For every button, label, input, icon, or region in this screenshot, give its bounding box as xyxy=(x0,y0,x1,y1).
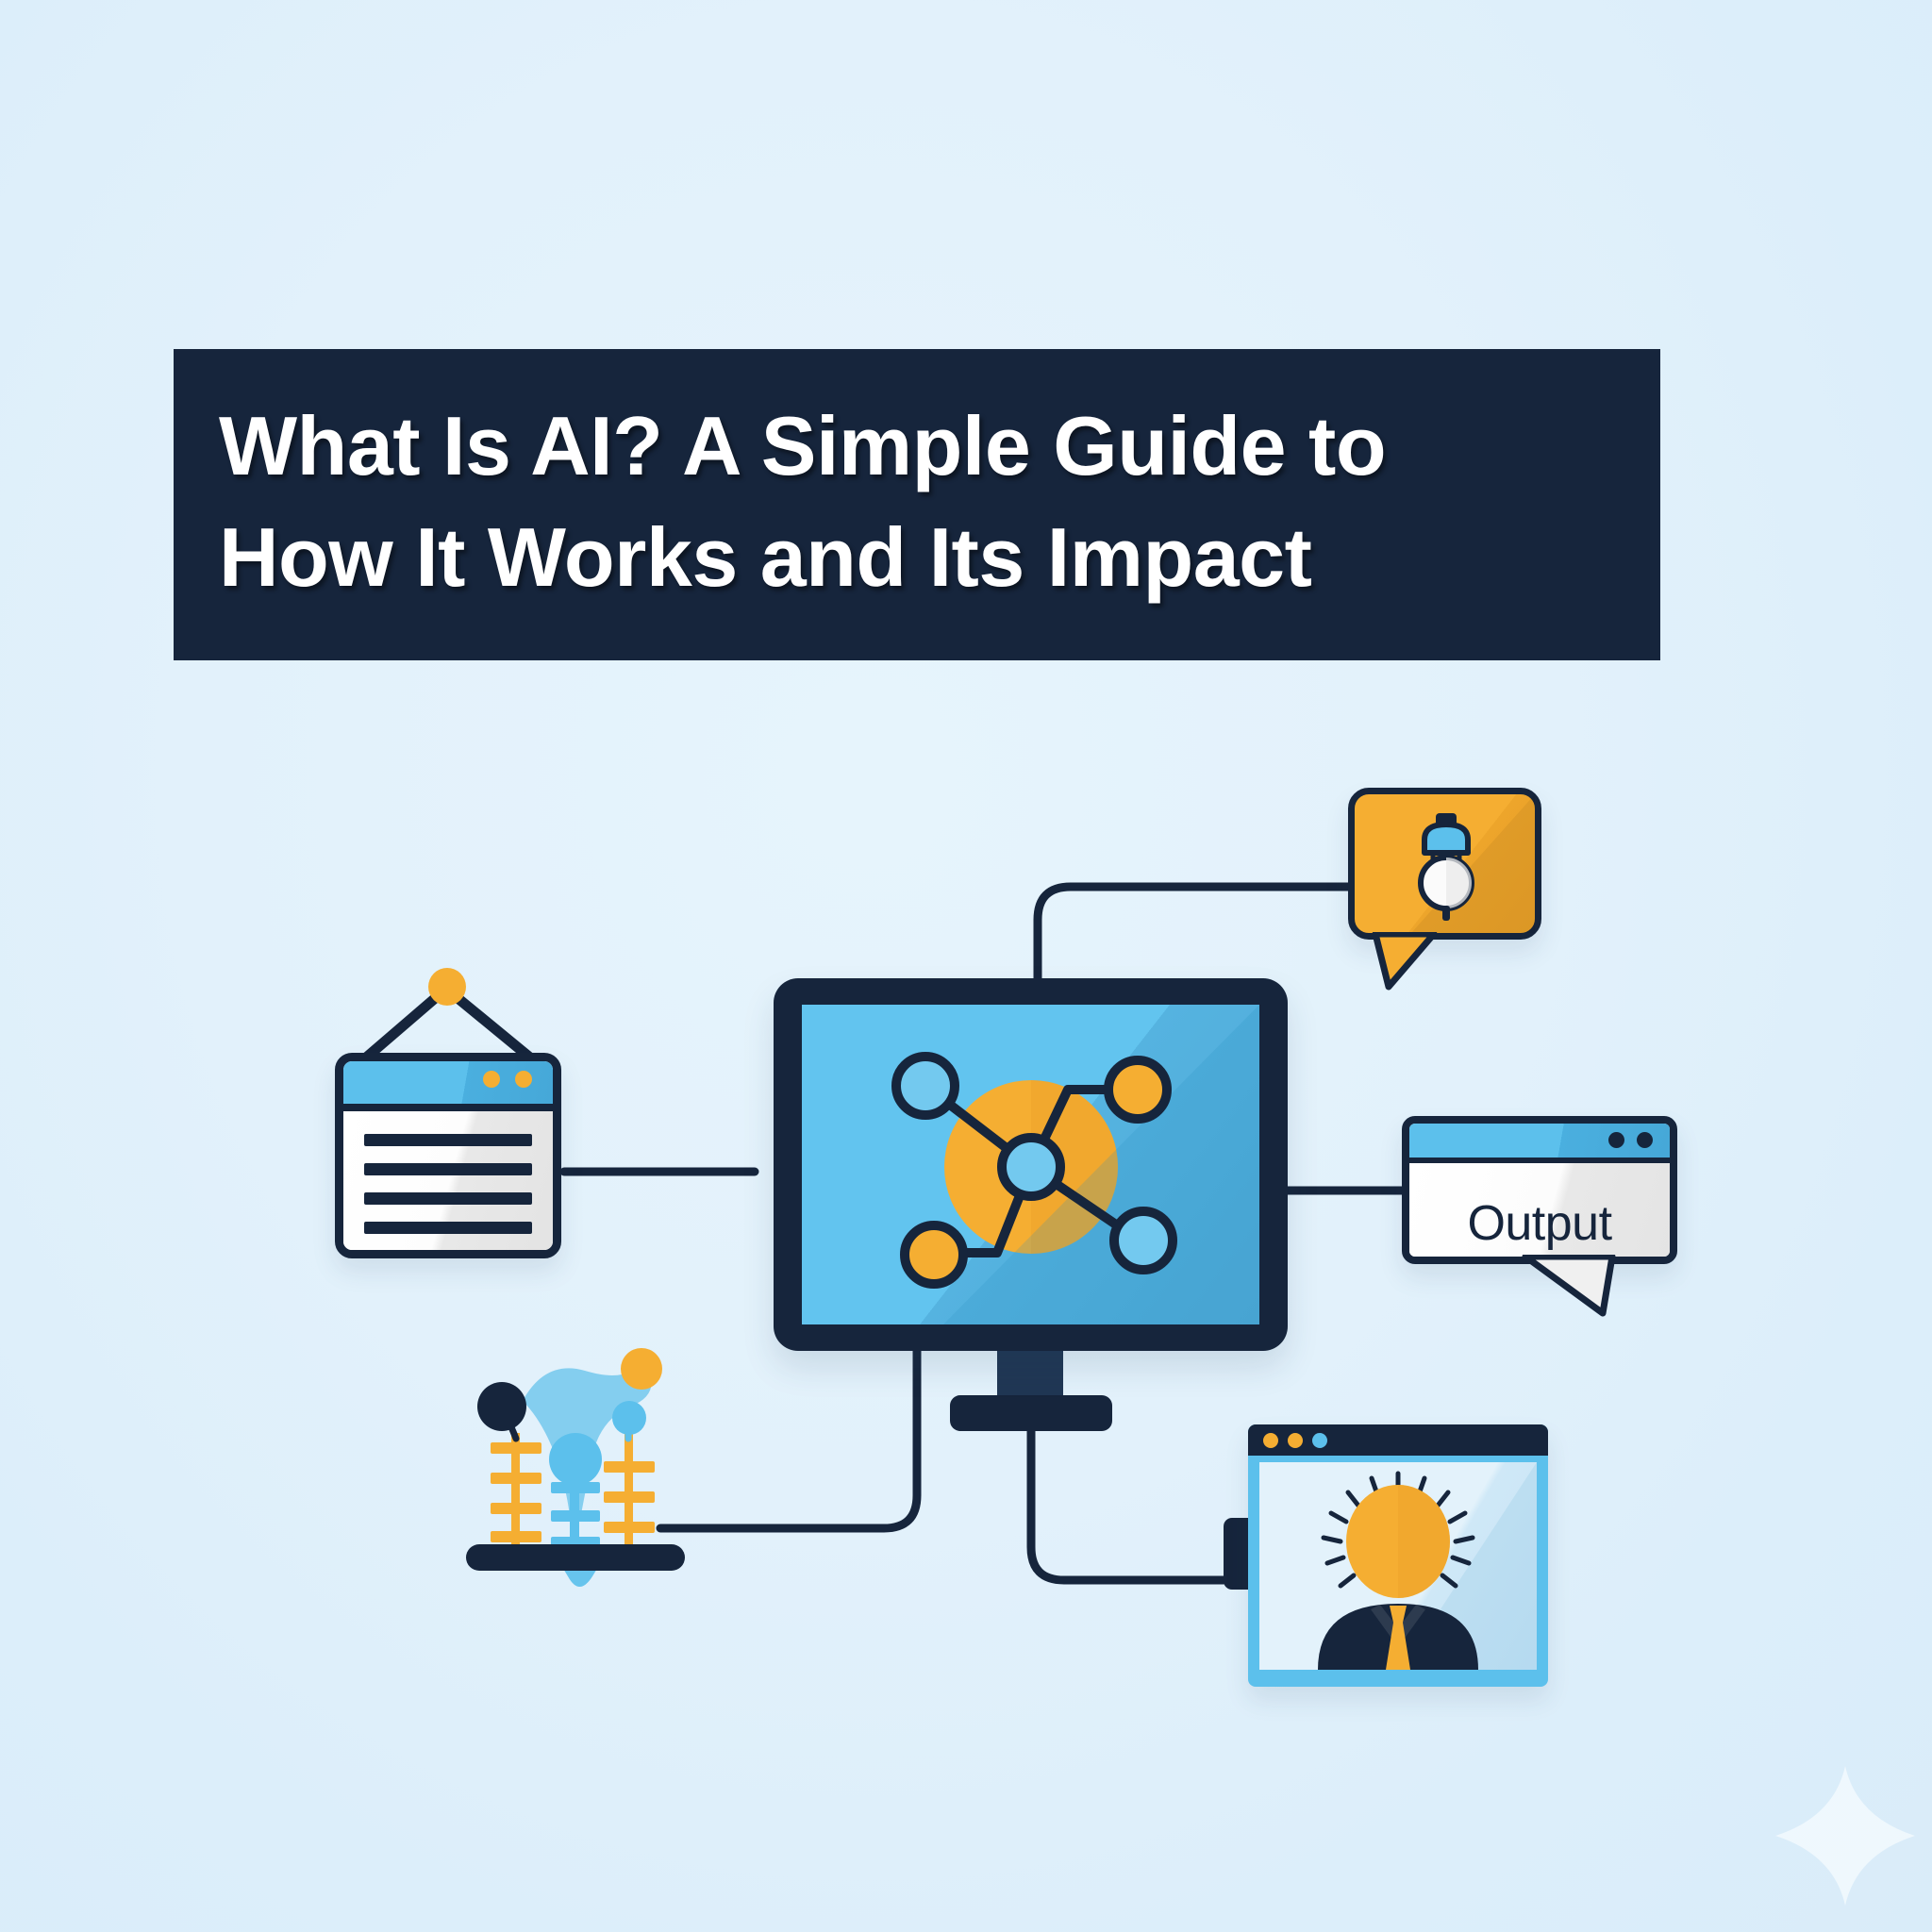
document-text-line xyxy=(364,1163,532,1175)
abacus-node-dark xyxy=(477,1382,526,1431)
page-title-line-2: How It Works and Its Impact xyxy=(219,510,1312,604)
output-titlebar xyxy=(1409,1124,1670,1163)
abacus-rod-center xyxy=(570,1448,579,1550)
person-tie xyxy=(1386,1606,1410,1670)
node-top-left xyxy=(891,1052,959,1120)
titlebar-dot-2 xyxy=(1637,1132,1653,1148)
wire-monitor-to-bulb xyxy=(1033,882,1353,983)
hanger-knob xyxy=(428,968,466,1006)
abacus-rod-left xyxy=(511,1433,520,1550)
monitor-neck xyxy=(997,1345,1063,1402)
abacus-base xyxy=(466,1544,685,1571)
output-bubble-tail xyxy=(1522,1255,1616,1317)
person-window-titlebar xyxy=(1248,1424,1548,1456)
titlebar-dot-3 xyxy=(1312,1433,1327,1448)
monitor-base xyxy=(950,1395,1112,1431)
document-text-line xyxy=(364,1192,532,1205)
monitor-screen xyxy=(802,1005,1259,1324)
sign-hanger xyxy=(359,968,537,1063)
document-titlebar xyxy=(343,1061,553,1111)
hanging-document-sign[interactable] xyxy=(335,1053,561,1258)
abacus-beads-right xyxy=(604,1461,655,1533)
page-title-line-1: What Is AI? A Simple Guide to xyxy=(219,399,1387,492)
output-speech-window[interactable]: Output xyxy=(1402,1116,1677,1264)
abacus-node-blue-small xyxy=(612,1401,646,1435)
output-body: Output xyxy=(1409,1163,1670,1257)
wire-monitor-to-person xyxy=(1026,1426,1228,1585)
ai-monitor[interactable] xyxy=(774,978,1288,1351)
titlebar-dot-2 xyxy=(1288,1433,1303,1448)
titlebar-dot-1 xyxy=(1263,1433,1278,1448)
abacus-beads-left xyxy=(491,1442,541,1542)
abacus-beads-center xyxy=(551,1482,600,1548)
titlebar-dot-1 xyxy=(483,1071,500,1088)
person-with-idea-icon xyxy=(1318,1462,1537,1670)
lightbulb-icon xyxy=(1411,794,1535,933)
abacus-node-blue-large xyxy=(549,1433,602,1486)
node-center xyxy=(997,1133,1065,1201)
abacus-data-icon[interactable] xyxy=(462,1344,689,1594)
document-body xyxy=(343,1111,553,1250)
sparkle-icon xyxy=(1775,1766,1915,1906)
output-label: Output xyxy=(1467,1195,1612,1251)
document-text-line xyxy=(364,1134,532,1146)
bulb-bubble-tail xyxy=(1372,932,1438,991)
node-bottom-left xyxy=(900,1221,968,1289)
titlebar-dot-2 xyxy=(515,1071,532,1088)
person-window-viewport xyxy=(1259,1462,1537,1670)
title-banner: What Is AI? A Simple Guide to How It Wor… xyxy=(174,349,1660,660)
lightbulb-bubble[interactable] xyxy=(1348,788,1541,940)
document-text-line xyxy=(364,1222,532,1234)
abacus-node-orange xyxy=(621,1348,662,1390)
neural-network-graphic xyxy=(891,1005,1259,1324)
titlebar-dot-1 xyxy=(1608,1132,1624,1148)
node-bottom-right xyxy=(1109,1207,1177,1274)
wire-monitor-to-training xyxy=(656,1346,922,1533)
person-idea-window[interactable] xyxy=(1248,1424,1548,1687)
node-top-right xyxy=(1104,1056,1172,1124)
